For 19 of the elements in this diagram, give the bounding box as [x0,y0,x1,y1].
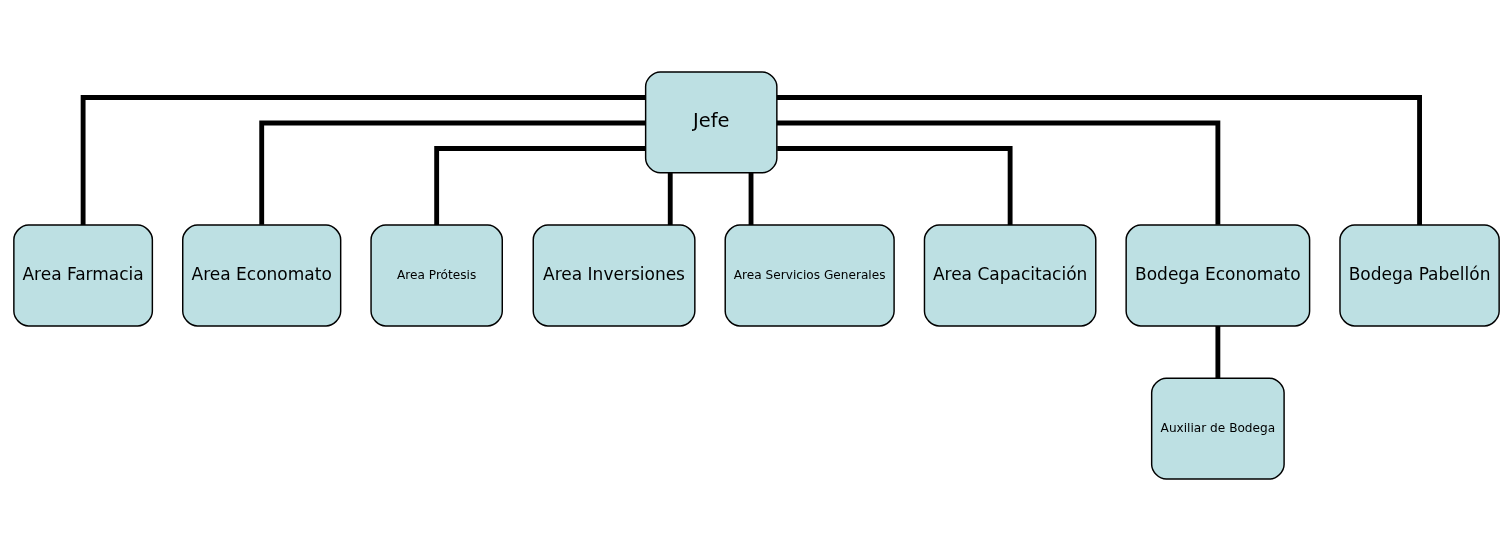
node-box: Area Farmacia [12,223,153,327]
node-box: Bodega Economato [1124,223,1310,327]
node-box: Auxiliar de Bodega [1150,376,1285,480]
connector [258,120,645,225]
node-box: Area Servicios Generales [724,223,895,327]
connector [748,172,753,225]
connector [667,172,673,225]
node-box: Area Inversiones [532,223,696,327]
connector [433,145,645,225]
connector [1214,325,1220,378]
connector [776,145,1013,225]
connector [776,94,1422,225]
node-box: Bodega Pabellón [1338,223,1500,327]
node-box: Area Prótesis [369,223,503,327]
connector [776,120,1220,225]
connector [80,94,645,225]
node-box: Area Economato [181,223,341,327]
node-box: Jefe [644,70,778,174]
node-box: Area Capacitación [923,223,1096,327]
